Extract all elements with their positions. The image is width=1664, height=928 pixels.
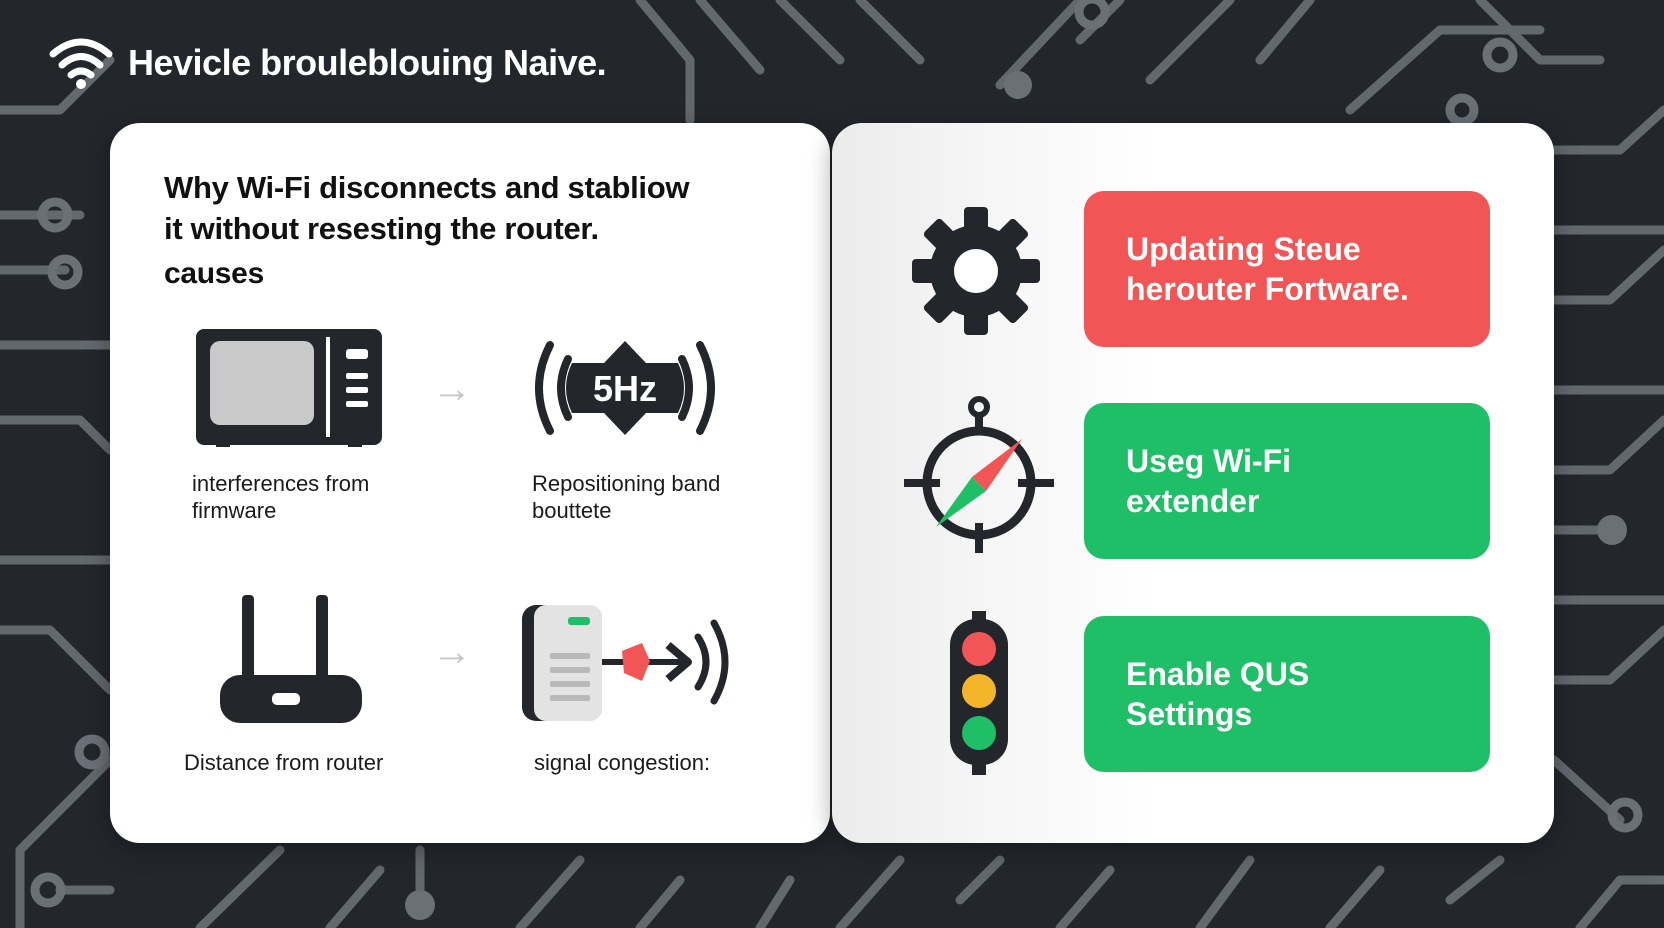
causes-heading: causes	[164, 257, 264, 290]
action-label-line: Settings	[1126, 696, 1253, 732]
cause-label: interferences from firmware	[192, 471, 370, 523]
causes-card: Why Wi-Fi disconnects and stabliow it wi…	[110, 123, 830, 843]
router-icon	[220, 595, 362, 723]
causes-intro: Why Wi-Fi disconnects and stabliow it wi…	[164, 167, 764, 294]
compass-icon	[904, 396, 1054, 553]
action-label-line: Enable QUS	[1126, 656, 1310, 692]
actions-card: Updating Steue herouter Fortware. Useg W…	[832, 123, 1554, 843]
action-label-line: extender	[1126, 483, 1260, 519]
wifi-extender-button[interactable]: Useg Wi-Fi extender	[1084, 403, 1490, 559]
cause-label: Distance from router	[184, 750, 384, 775]
action-label-line: Useg Wi-Fi	[1126, 443, 1292, 479]
gear-icon	[912, 207, 1040, 335]
page-title: Hevicle brouleblouing Naive.	[128, 42, 607, 83]
header: Hevicle brouleblouing Naive.	[48, 36, 607, 90]
intro-line-1: Why Wi-Fi disconnects and stabliow	[164, 170, 690, 205]
traffic-light-icon	[950, 611, 1008, 775]
arrow-icon: →	[432, 367, 472, 411]
5ghz-band-icon: 5Hz	[535, 341, 715, 435]
arrow-icon: →	[432, 630, 472, 674]
enable-qos-button[interactable]: Enable QUS Settings	[1084, 616, 1490, 772]
signal-congestion-icon	[522, 605, 729, 721]
cause-label: signal congestion:	[534, 750, 711, 775]
action-label-line: herouter Fortware.	[1126, 271, 1409, 307]
band-label: 5Hz	[593, 368, 657, 409]
cause-label: Repositioning band bouttete	[532, 471, 721, 523]
microwave-icon	[196, 329, 382, 447]
update-firmware-button[interactable]: Updating Steue herouter Fortware.	[1084, 191, 1490, 347]
wifi-icon	[49, 38, 113, 89]
intro-line-2: it without resesting the router.	[164, 211, 599, 246]
action-label-line: Updating Steue	[1126, 231, 1361, 267]
